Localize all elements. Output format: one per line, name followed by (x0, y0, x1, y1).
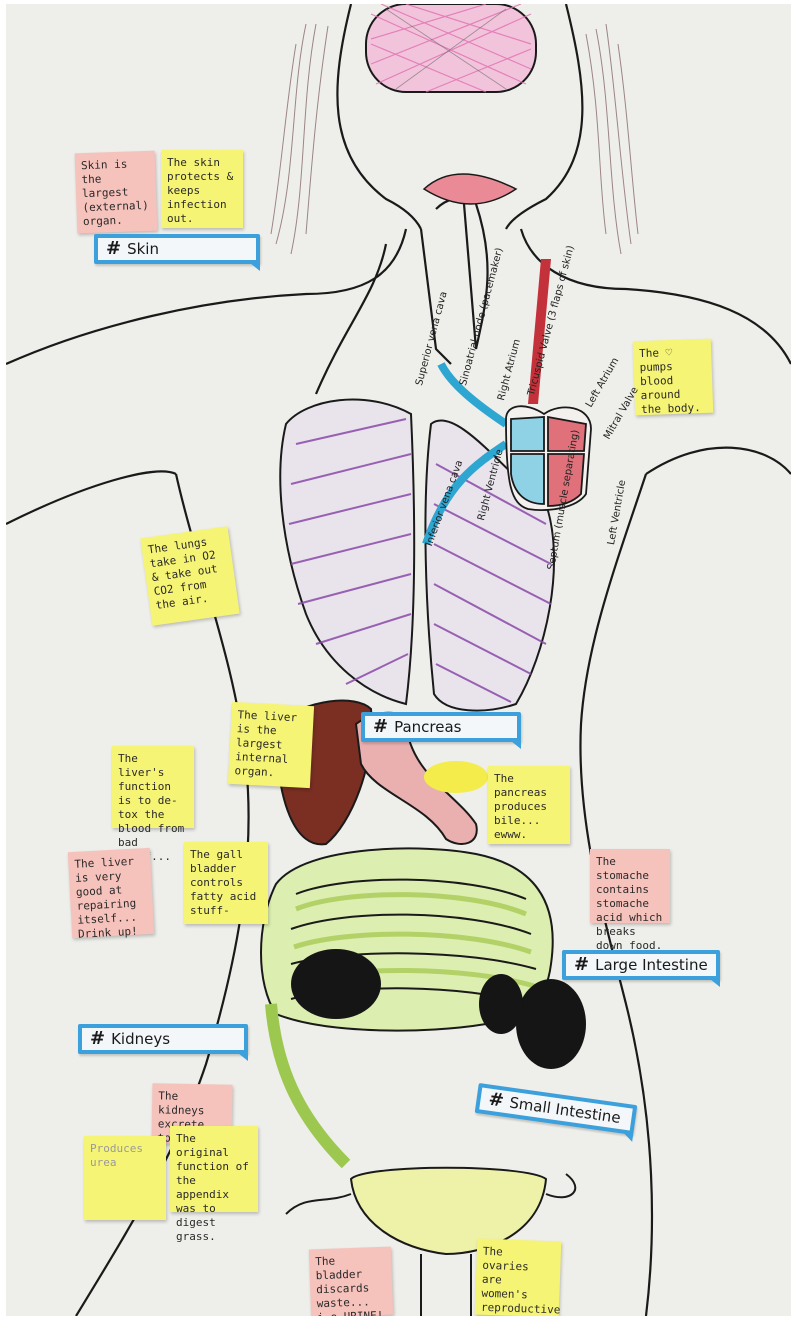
note-appendix: The original function of the appendix wa… (170, 1126, 258, 1212)
note-liver-function: The liver's function is to de-tox the bl… (112, 746, 194, 828)
note-lungs: The lungs take in O2 & take out CO2 from… (140, 526, 239, 625)
pancreas (424, 761, 488, 793)
tag-skin: # Skin (94, 234, 260, 264)
tag-kidneys: # Kidneys (78, 1024, 248, 1054)
hash-symbol: # (487, 1089, 505, 1112)
note-ovaries: The ovaries are women's reproductive org… (475, 1239, 562, 1316)
tag-pancreas: # Pancreas (361, 712, 521, 742)
heart (506, 406, 591, 510)
note-heart: The ♡ pumps blood around the body. (633, 339, 714, 416)
note-skin-largest: Skin is the largest (external) organ. (75, 151, 158, 234)
hash-symbol: # (574, 954, 589, 975)
note-gall-bladder: The gall bladder controls fatty acid stu… (184, 842, 268, 924)
brain (366, 4, 536, 92)
note-liver-repair: The liver is very good at repairing itse… (68, 848, 154, 938)
tag-large-intestine-label: Large Intestine (595, 956, 708, 974)
tag-kidneys-label: Kidneys (111, 1030, 170, 1048)
note-pancreas: The pancreas produces bile... ewww. (488, 766, 570, 844)
lips (424, 174, 516, 204)
hash-symbol: # (106, 238, 121, 259)
tag-large-intestine: # Large Intestine (562, 950, 720, 980)
hash-symbol: # (90, 1028, 105, 1049)
note-skin-protects: The skin protects & keeps infection out. (161, 150, 243, 228)
hash-symbol: # (373, 716, 388, 737)
note-liver-largest: The liver is the largest internal organ. (228, 702, 314, 788)
note-urea: Produces urea (84, 1136, 166, 1220)
tag-skin-label: Skin (127, 240, 159, 258)
note-bladder: The bladder discards waste... i.e URINE! (309, 1247, 393, 1316)
tag-pancreas-label: Pancreas (394, 718, 461, 736)
anatomy-poster: Skin is the largest (external) organ. Th… (6, 4, 791, 1316)
note-stomach: The stomache contains stomache acid whic… (590, 849, 670, 923)
